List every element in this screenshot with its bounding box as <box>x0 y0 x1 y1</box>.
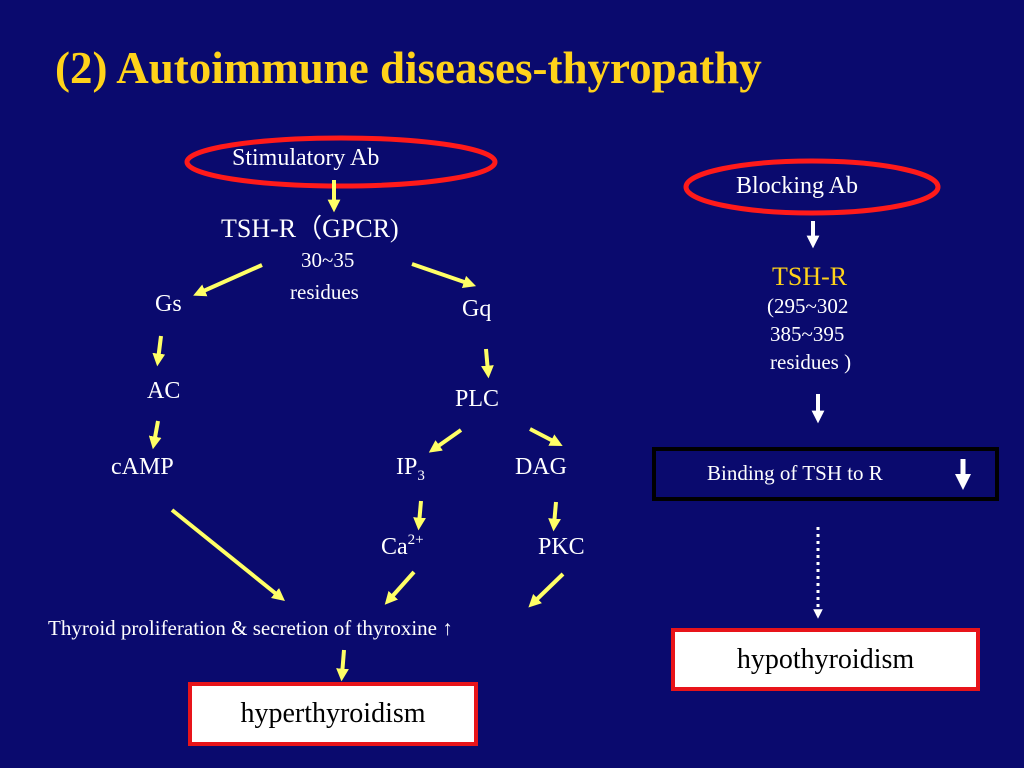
arrow-plc-to-dag <box>529 427 563 446</box>
camp-label: cAMP <box>111 454 174 480</box>
stimulatory-ab-label: Stimulatory Ab <box>232 145 380 171</box>
calcium-label: Ca2+ <box>381 532 424 560</box>
arrow-tshr-to-gq <box>411 262 477 288</box>
pkc-label: PKC <box>538 534 585 560</box>
hyperthyroidism-box <box>188 682 478 746</box>
ip3-label: IP3 <box>396 454 425 484</box>
dag-label: DAG <box>515 454 567 480</box>
stimulatory-ab-highlight <box>184 135 498 189</box>
residues-close-label: residues ) <box>770 350 852 374</box>
arrow-outcome-to-hyperthyroidism <box>336 649 349 682</box>
arrow-ip3-to-ca <box>413 500 426 531</box>
thyroid-outcome-label: Thyroid proliferation & secretion of thy… <box>48 616 453 640</box>
binding-label: Binding of TSH to R <box>707 461 883 485</box>
residues-range-1-label: (295~302 <box>767 294 849 318</box>
arrow-tshr-to-gs <box>193 263 263 297</box>
residues-range-2-label: 385~395 <box>770 322 845 346</box>
gs-label: Gs <box>155 291 182 317</box>
hyperthyroidism-label: hyperthyroidism <box>240 698 426 729</box>
tsh-r-gpcr-label: TSH-R（GPCR) <box>221 214 399 243</box>
arrow-gq-to-plc <box>481 348 494 379</box>
gq-label: Gq <box>462 296 492 322</box>
arrow-ca-to-outcome <box>384 570 416 605</box>
hypothyroidism-box <box>671 628 980 691</box>
arrow-gs-to-ac <box>152 335 166 367</box>
blocking-ab-highlight <box>683 158 941 216</box>
residues-label: residues <box>290 280 359 304</box>
page-title: (2) Autoimmune diseases-thyropathy <box>55 43 762 93</box>
arrow-dag-to-pkc <box>548 501 561 532</box>
arrow-pkc-to-outcome <box>528 572 565 608</box>
blocking-ab-label: Blocking Ab <box>736 173 859 199</box>
tsh-r-label: TSH-R <box>772 262 848 291</box>
arrow-plc-to-ip3 <box>428 428 463 453</box>
arrow-camp-to-outcome <box>170 508 285 602</box>
binding-box <box>652 447 999 501</box>
ac-label: AC <box>147 378 181 404</box>
residues-range-label: 30~35 <box>301 248 355 272</box>
plc-label: PLC <box>455 386 500 412</box>
hypothyroidism-label: hypothyroidism <box>736 643 915 675</box>
arrow-ac-to-camp <box>148 420 162 450</box>
